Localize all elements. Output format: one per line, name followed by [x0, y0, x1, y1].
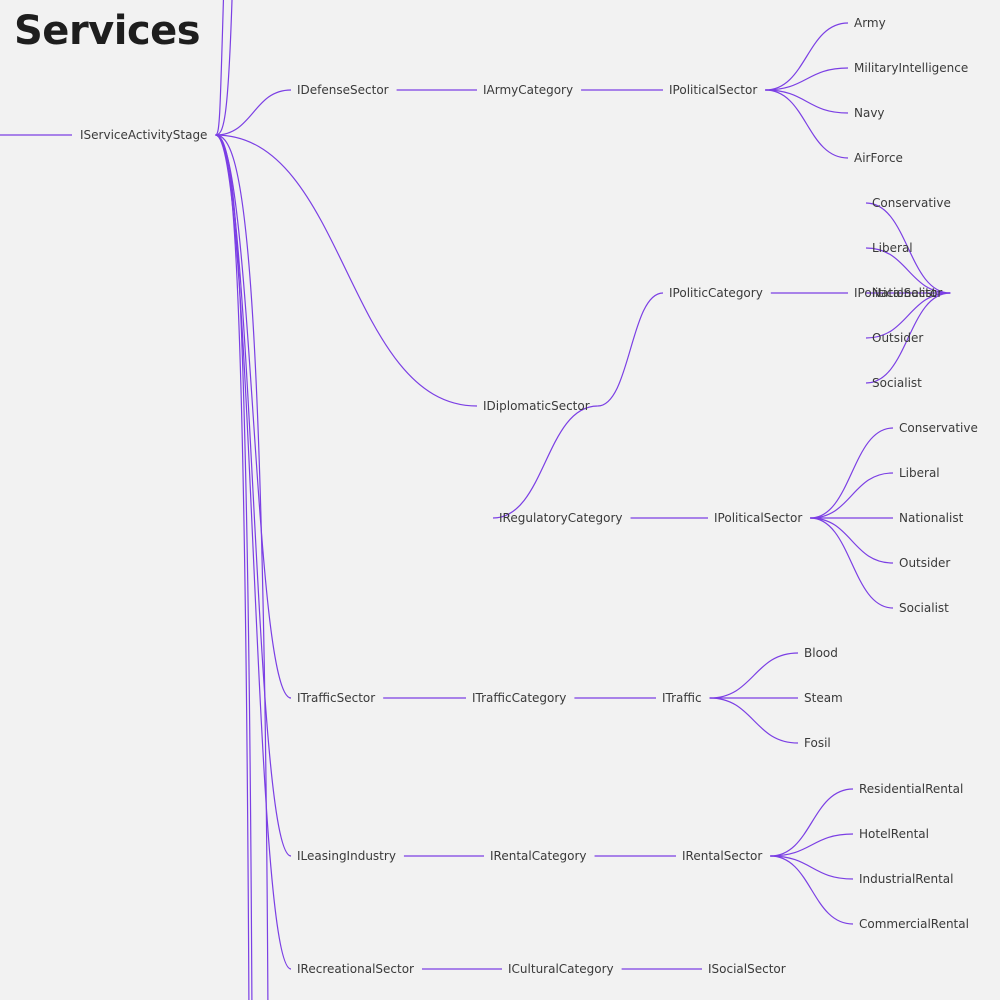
node-liberal[interactable]: Liberal — [899, 466, 940, 480]
node-iarmy-category[interactable]: IArmyCategory — [483, 83, 573, 97]
node-ileasing-industry[interactable]: ILeasingIndustry — [297, 849, 396, 863]
link-to-liberal — [810, 472, 894, 519]
node-icultural-category[interactable]: ICulturalCategory — [508, 962, 614, 976]
node-socialist[interactable]: Socialist — [872, 376, 922, 390]
page-title: Services — [14, 8, 201, 54]
link-to-commercial-rental — [770, 855, 854, 925]
node-military-intelligence[interactable]: MilitaryIntelligence — [854, 61, 968, 75]
node-residential-rental[interactable]: ResidentialRental — [859, 782, 963, 796]
link-to-conservative — [865, 202, 951, 294]
node-socialist[interactable]: Socialist — [899, 601, 949, 615]
link-to-outsider — [810, 517, 894, 564]
node-nationalist[interactable]: Nationalist — [899, 511, 964, 525]
node-itraffic-category[interactable]: ITrafficCategory — [472, 691, 566, 705]
node-idefense-sector[interactable]: IDefenseSector — [297, 83, 389, 97]
node-ipolitical-sector[interactable]: IPoliticalSector — [854, 286, 942, 300]
link-to-socialist — [865, 292, 951, 384]
link-to-liberal — [865, 247, 951, 294]
node-commercial-rental[interactable]: CommercialRental — [859, 917, 969, 931]
offscreen-branch-link — [215, 0, 233, 136]
link-to-military-intelligence — [765, 67, 849, 91]
node-ipolitical-sector[interactable]: IPoliticalSector — [669, 83, 757, 97]
node-army[interactable]: Army — [854, 16, 886, 30]
node-irental-category[interactable]: IRentalCategory — [490, 849, 587, 863]
link-to-navy — [765, 89, 849, 114]
node-outsider[interactable]: Outsider — [872, 331, 923, 345]
link-to-idiplomatic-sector — [215, 134, 478, 407]
node-blood[interactable]: Blood — [804, 646, 838, 660]
node-iservice-activity-stage[interactable]: IServiceActivityStage — [80, 128, 207, 142]
offscreen-branch-link — [215, 134, 253, 1000]
link-to-blood — [709, 652, 799, 699]
node-industrial-rental[interactable]: IndustrialRental — [859, 872, 953, 886]
node-nationalist[interactable]: Nationalist — [872, 286, 937, 300]
link-to-socialist — [810, 517, 894, 609]
link-to-conservative — [810, 427, 894, 519]
node-irecreational-sector[interactable]: IRecreationalSector — [297, 962, 414, 976]
node-ipolitic-category[interactable]: IPoliticCategory — [669, 286, 763, 300]
link-to-army — [765, 22, 849, 91]
link-to-ileasing-industry — [215, 134, 292, 857]
link-to-industrial-rental — [770, 855, 854, 880]
node-iregulatory-category[interactable]: IRegulatoryCategory — [499, 511, 623, 525]
link-to-ipolitic-category — [597, 292, 664, 407]
node-isocial-sector[interactable]: ISocialSector — [708, 962, 786, 976]
link-to-air-force — [765, 89, 849, 159]
link-to-outsider — [865, 292, 951, 339]
node-hotel-rental[interactable]: HotelRental — [859, 827, 929, 841]
node-fosil[interactable]: Fosil — [804, 736, 831, 750]
node-ipolitical-sector[interactable]: IPoliticalSector — [714, 511, 802, 525]
node-itraffic[interactable]: ITraffic — [662, 691, 702, 705]
labels-layer: IServiceActivityStage IDefenseSector IArmy… — [80, 16, 978, 976]
link-to-irecreational-sector — [215, 134, 292, 970]
link-to-fosil — [709, 697, 799, 744]
node-idiplomatic-sector[interactable]: IDiplomaticSector — [483, 399, 590, 413]
node-irental-sector[interactable]: IRentalSector — [682, 849, 762, 863]
node-liberal[interactable]: Liberal — [872, 241, 913, 255]
node-conservative[interactable]: Conservative — [872, 196, 951, 210]
node-conservative[interactable]: Conservative — [899, 421, 978, 435]
offscreen-branch-link — [215, 134, 269, 1000]
offscreen-links-layer — [215, 0, 269, 1000]
offscreen-branch-link — [215, 0, 225, 136]
node-navy[interactable]: Navy — [854, 106, 885, 120]
link-to-residential-rental — [770, 788, 854, 857]
node-outsider[interactable]: Outsider — [899, 556, 950, 570]
link-to-iregulatory-category — [492, 405, 598, 519]
links-layer — [0, 22, 951, 970]
node-steam[interactable]: Steam — [804, 691, 843, 705]
link-to-itraffic-sector — [215, 134, 292, 699]
link-to-idefense-sector — [215, 89, 292, 136]
link-to-hotel-rental — [770, 833, 854, 857]
node-itraffic-sector[interactable]: ITrafficSector — [297, 691, 375, 705]
node-air-force[interactable]: AirForce — [854, 151, 903, 165]
offscreen-branch-link — [215, 134, 250, 1000]
